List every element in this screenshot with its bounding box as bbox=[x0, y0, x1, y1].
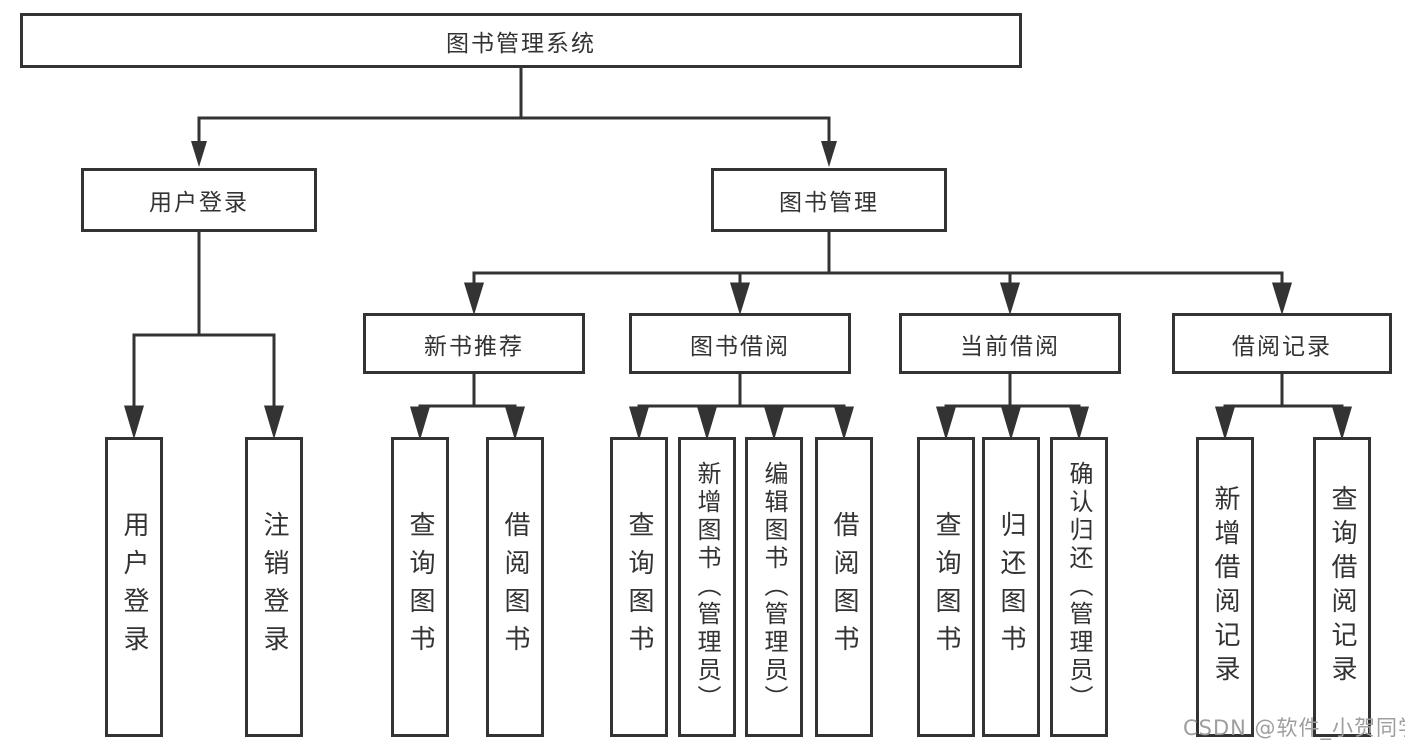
arrowhead bbox=[628, 406, 650, 441]
arrowhead bbox=[1331, 406, 1353, 441]
connector-bookborrow-to-leaves bbox=[628, 372, 855, 441]
leaf-query-books-2-label: 查询图书 bbox=[624, 511, 654, 663]
connector-userlogin-to-leaves bbox=[123, 230, 285, 440]
arrowhead bbox=[763, 406, 785, 441]
arrowhead bbox=[1000, 406, 1022, 441]
leaf-add-book-admin: 新增图书（管理员） bbox=[678, 437, 736, 737]
arrowhead bbox=[463, 282, 485, 316]
leaf-borrow-books-1: 借阅图书 bbox=[486, 437, 544, 737]
node-book-borrow: 图书借阅 bbox=[629, 313, 851, 374]
leaf-query-borrow-record-label: 查询借阅记录 bbox=[1327, 485, 1357, 689]
node-user-login-label: 用户登录 bbox=[149, 190, 249, 216]
leaf-edit-book-admin-label: 编辑图书（管理员） bbox=[760, 461, 788, 713]
node-new-book-recommend-label: 新书推荐 bbox=[424, 333, 524, 360]
leaf-query-borrow-record: 查询借阅记录 bbox=[1313, 437, 1371, 737]
arrowhead bbox=[935, 406, 957, 441]
leaf-borrow-books-1-label: 借阅图书 bbox=[500, 511, 530, 663]
leaf-add-borrow-record-label: 新增借阅记录 bbox=[1210, 485, 1240, 689]
arrowhead bbox=[504, 406, 526, 441]
node-current-borrow: 当前借阅 bbox=[899, 313, 1121, 374]
leaf-return-books-label: 归还图书 bbox=[996, 511, 1026, 663]
node-root-label: 图书管理系统 bbox=[446, 30, 596, 57]
leaf-query-books-3: 查询图书 bbox=[917, 437, 975, 737]
connector-currentborrow-to-leaves bbox=[935, 372, 1090, 441]
leaf-confirm-return-admin: 确认归还（管理员） bbox=[1050, 437, 1108, 737]
leaf-query-books-1-label: 查询图书 bbox=[405, 511, 435, 663]
node-root: 图书管理系统 bbox=[20, 13, 1022, 68]
arrowhead bbox=[123, 405, 145, 440]
arrowhead bbox=[833, 406, 855, 441]
arrowhead bbox=[263, 405, 285, 440]
leaf-user-login-label: 用户登录 bbox=[119, 511, 149, 663]
node-current-borrow-label: 当前借阅 bbox=[960, 333, 1060, 360]
node-borrow-records-label: 借阅记录 bbox=[1232, 333, 1332, 360]
leaf-query-books-1: 查询图书 bbox=[391, 437, 449, 737]
connector-root-to-level2 bbox=[191, 66, 837, 167]
arrowhead bbox=[1271, 282, 1293, 316]
leaf-query-books-2: 查询图书 bbox=[610, 437, 668, 737]
node-user-login: 用户登录 bbox=[81, 168, 317, 232]
csdn-watermark: CSDN @软件_小贺同学 bbox=[1183, 716, 1405, 740]
leaf-query-books-3-label: 查询图书 bbox=[931, 511, 961, 663]
leaf-add-book-admin-label: 新增图书（管理员） bbox=[693, 461, 721, 713]
leaf-borrow-books-2-label: 借阅图书 bbox=[829, 511, 859, 663]
arrowhead bbox=[191, 141, 207, 167]
leaf-return-books: 归还图书 bbox=[982, 437, 1040, 737]
leaf-add-borrow-record: 新增借阅记录 bbox=[1196, 437, 1254, 737]
node-book-management-label: 图书管理 bbox=[779, 190, 879, 216]
arrowhead bbox=[999, 282, 1021, 316]
connector-newbook-to-leaves bbox=[409, 372, 526, 441]
leaf-user-login: 用户登录 bbox=[105, 437, 163, 737]
arrowhead bbox=[1068, 406, 1090, 441]
node-borrow-records: 借阅记录 bbox=[1172, 313, 1392, 374]
arrowhead bbox=[409, 406, 431, 441]
node-book-borrow-label: 图书借阅 bbox=[690, 333, 790, 360]
arrowhead bbox=[821, 141, 837, 167]
arrowhead bbox=[696, 406, 718, 441]
leaf-logout-label: 注销登录 bbox=[259, 511, 289, 663]
connector-bookmgmt-to-level3 bbox=[463, 230, 1293, 316]
leaf-edit-book-admin: 编辑图书（管理员） bbox=[745, 437, 803, 737]
leaf-logout: 注销登录 bbox=[245, 437, 303, 737]
node-book-management: 图书管理 bbox=[711, 168, 947, 232]
arrowhead bbox=[1214, 406, 1236, 441]
connector-borrowrecords-to-leaves bbox=[1214, 372, 1353, 441]
leaf-borrow-books-2: 借阅图书 bbox=[815, 437, 873, 737]
arrowhead bbox=[729, 282, 751, 316]
node-new-book-recommend: 新书推荐 bbox=[363, 313, 585, 374]
leaf-confirm-return-admin-label: 确认归还（管理员） bbox=[1065, 461, 1093, 713]
